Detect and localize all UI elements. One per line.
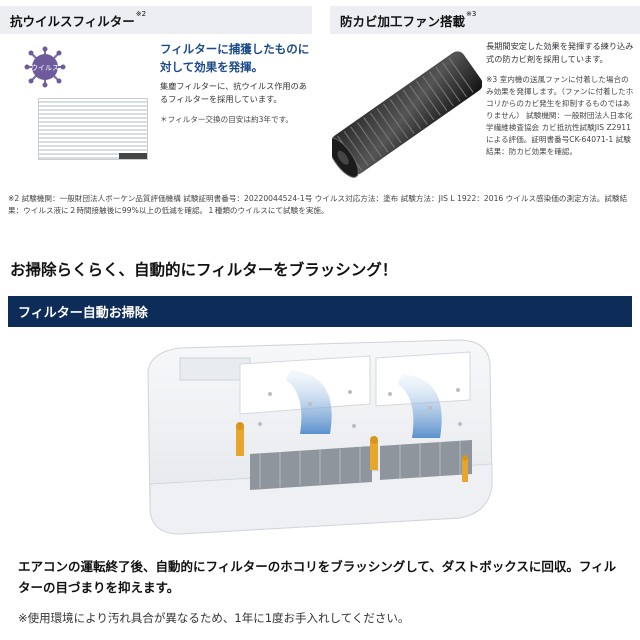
virus-icon: ウイルス (24, 46, 66, 88)
antiviral-note: ＊フィルター交換の目安は約3年です。 (160, 115, 294, 124)
antiviral-body: 集塵フィルターに、抗ウイルス作用のあるフィルターを採用しています。 (160, 81, 307, 104)
filter-image (38, 98, 148, 160)
antimold-fan-title: 防カビ加工ファン搭載 (340, 13, 466, 29)
antimold-body: 長期間安定した効果を発揮する練り込み式の防カビ剤を採用しています。 (486, 41, 634, 64)
fan-image (332, 51, 482, 178)
auto-cleaning-description: エアコンの運転終了後、自動的にフィルターのホコリをブラッシングして、ダストボック… (18, 559, 617, 595)
virus-label: ウイルス (31, 64, 59, 72)
antimold-note: ※3 室内機の送風ファンに付着した場合のみ効果を発揮します。（ファンに付着したホ… (486, 75, 634, 156)
test-footnote: ※2 試験機関：一般財団法人ボーケン品質評価機構 試験証明書番号：2022004… (8, 194, 628, 215)
antimold-fan-title-note: ※3 (466, 10, 477, 18)
maintenance-note: ※使用環境により汚れ具合が異なるため、1年に1度お手入れしてください。 (18, 611, 410, 625)
antiviral-filter-header: 抗ウイルスフィルター※2 (0, 6, 312, 34)
auto-cleaning-banner: フィルター自動お掃除 (8, 296, 632, 327)
antiviral-filter-title-note: ※2 (135, 10, 147, 18)
antimold-fan-header: 防カビ加工ファン搭載※3 (330, 6, 640, 34)
air-conditioner-image (147, 339, 493, 535)
antiviral-lead: フィルターに捕獲したものに対して効果を発揮。 (160, 42, 310, 74)
section-headline: お掃除らくらく、自動的にフィルターをブラッシング！ (10, 261, 398, 279)
auto-cleaning-banner-label: フィルター自動お掃除 (18, 306, 148, 321)
antiviral-filter-title: 抗ウイルスフィルター (10, 13, 135, 29)
